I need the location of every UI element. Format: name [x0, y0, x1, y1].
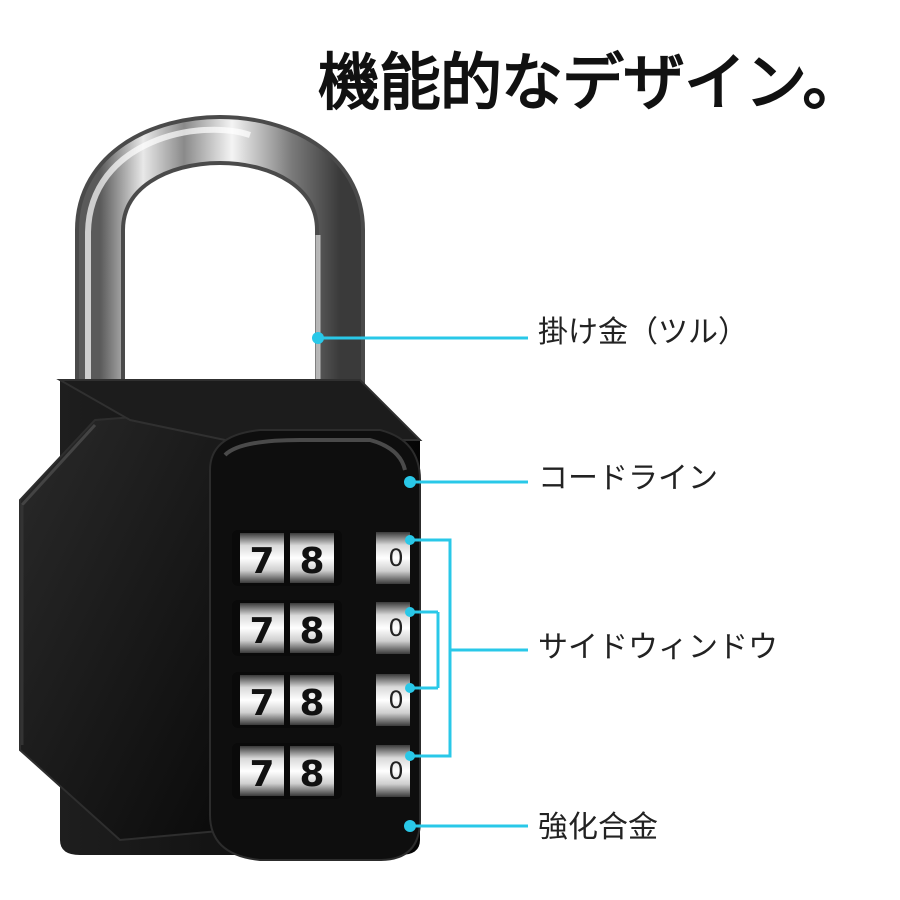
- dial-digit: 8: [299, 683, 324, 724]
- callout-shackle: [312, 332, 528, 344]
- dial-row: 7 8 0: [232, 672, 410, 728]
- label-shackle: 掛け金（ツル）: [538, 315, 748, 350]
- callout-side-window: [405, 535, 528, 761]
- dial-digit: 8: [299, 541, 324, 582]
- lock-body: [19, 379, 423, 861]
- label-side-window: サイドウィンドウ: [538, 630, 778, 665]
- callout-codeline: [404, 476, 528, 488]
- shackle: [75, 115, 365, 420]
- page-title: 機能的なデザイン。: [318, 46, 864, 119]
- dial-digit: 7: [249, 683, 274, 724]
- label-code-line: コードライン: [538, 461, 718, 496]
- callouts: [312, 332, 528, 832]
- dial-digit: 7: [249, 541, 274, 582]
- combination-dials: 7 8 0 7 8 0 7 8 0: [232, 530, 410, 799]
- dial-digit: 7: [249, 611, 274, 652]
- dial-digit: 7: [249, 754, 274, 795]
- side-digit: 0: [388, 757, 403, 785]
- dial-digit: 8: [299, 754, 324, 795]
- side-digit: 0: [388, 686, 403, 714]
- dial-row: 7 8 0: [232, 743, 410, 799]
- callout-alloy: [404, 820, 528, 832]
- label-alloy: 強化合金: [538, 810, 658, 845]
- dial-row: 7 8 0: [232, 600, 410, 656]
- side-digit: 0: [388, 614, 403, 642]
- dial-digit: 8: [299, 611, 324, 652]
- side-digit: 0: [388, 544, 403, 572]
- dial-row: 7 8 0: [232, 530, 410, 586]
